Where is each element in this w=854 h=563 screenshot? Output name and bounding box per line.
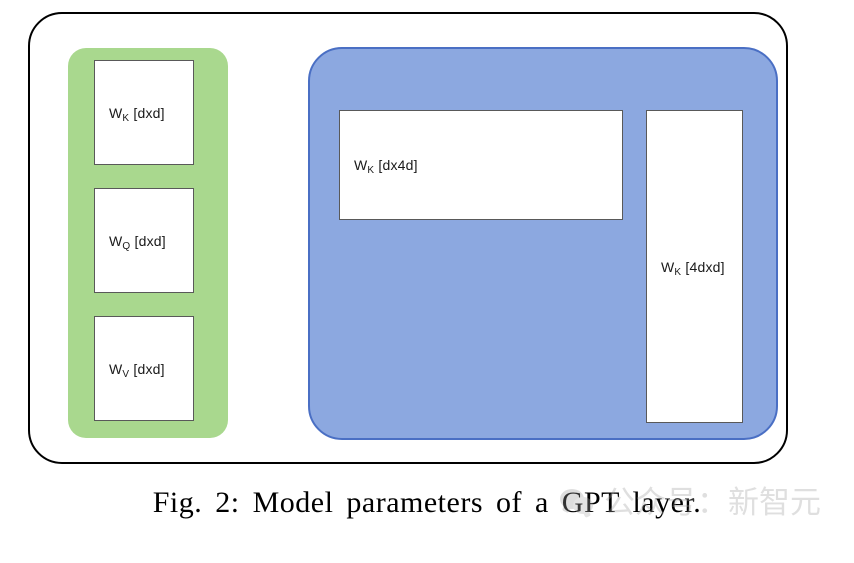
matrix-subscript-q: Q (122, 240, 131, 252)
matrix-box-wk-dxd: WK [dxd] (94, 60, 194, 165)
matrix-box-wk-4dxd: WK [4dxd] (646, 110, 743, 423)
matrix-label-wk-4dxd: WK [4dxd] (661, 258, 725, 278)
matrix-label-wk-dxd: WK [dxd] (109, 104, 165, 124)
matrix-subscript-v: V (122, 368, 130, 380)
figure-caption: Fig. 2: Model parameters of a GPT layer. (152, 486, 702, 519)
matrix-subscript-k: K (674, 266, 682, 278)
matrix-subscript-k: K (122, 112, 130, 124)
matrix-box-wv-dxd: WV [dxd] (94, 316, 194, 421)
matrix-subscript-k: K (367, 165, 375, 176)
matrix-label-wk-dx4d: WK [dx4d] (354, 157, 418, 176)
matrix-box-wq-dxd: WQ [dxd] (94, 188, 194, 293)
matrix-label-wv-dxd: WV [dxd] (109, 360, 165, 380)
matrix-label-wq-dxd: WQ [dxd] (109, 232, 166, 252)
matrix-box-wk-dx4d: WK [dx4d] (339, 110, 623, 220)
